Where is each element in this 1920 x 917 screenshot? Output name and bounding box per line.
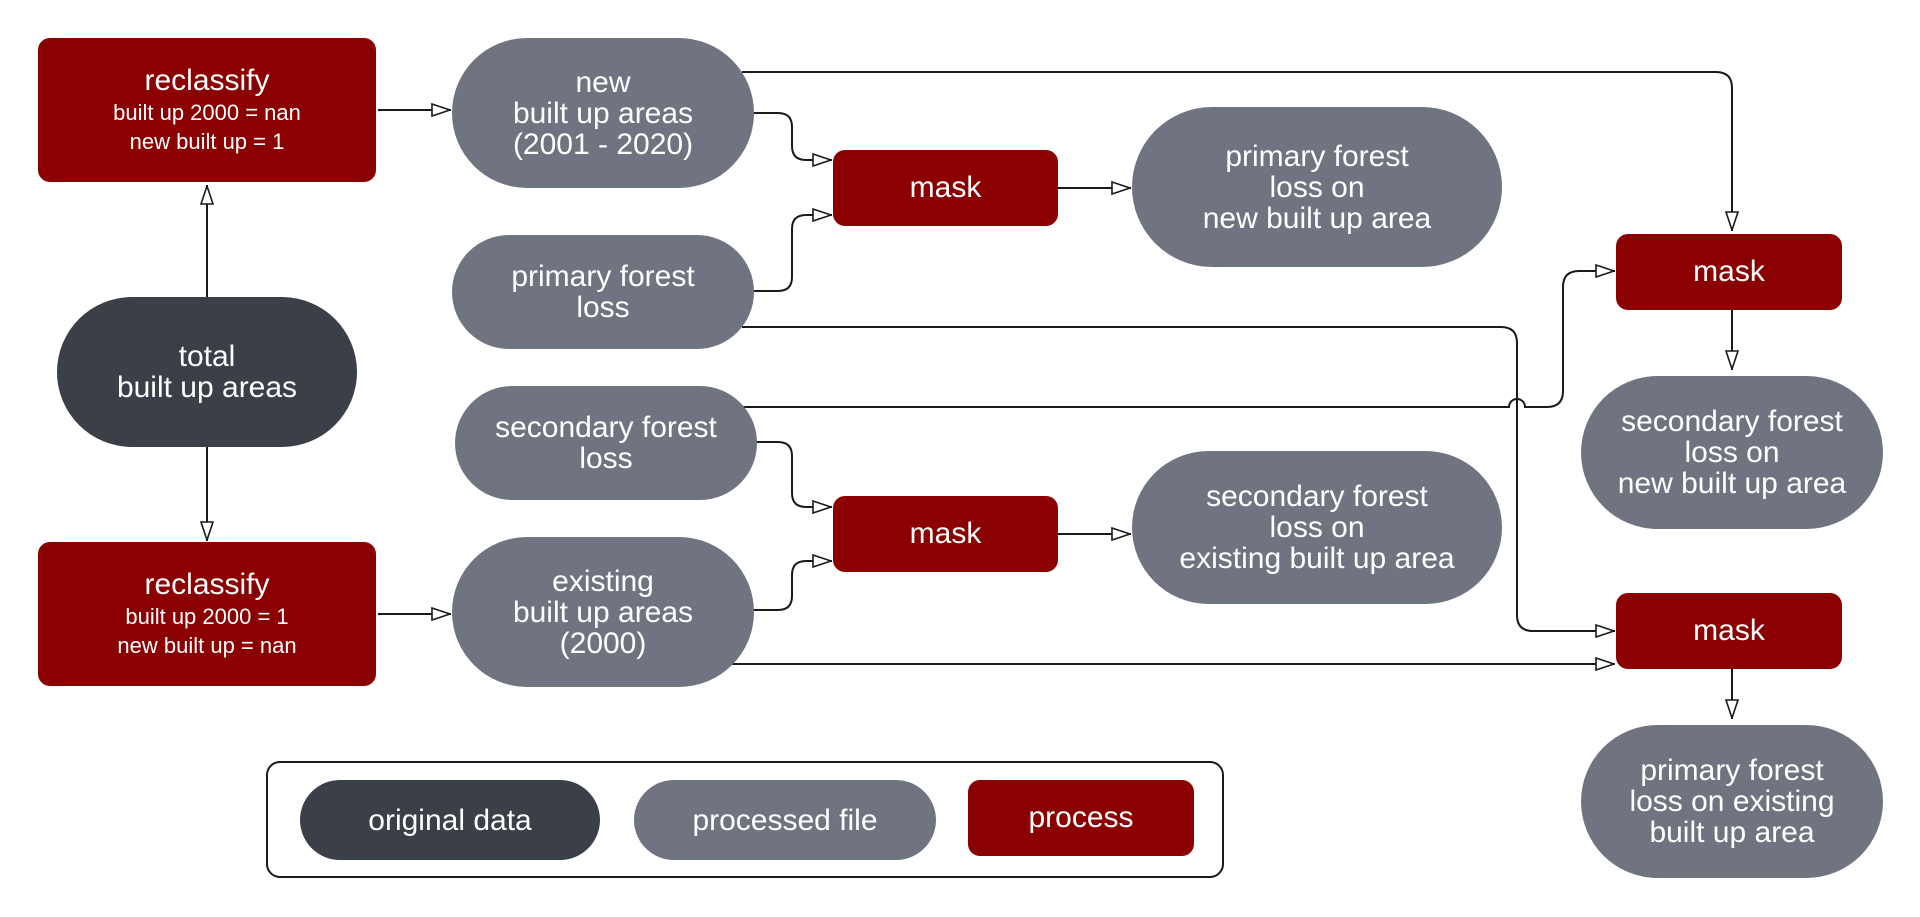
out-primary-new-line-3: new built up area (1202, 201, 1432, 235)
out-secondary-new-line-3: new built up area (1617, 467, 1847, 500)
mask-process-4: mask (1616, 593, 1842, 669)
reclassify-bottom-rule-2: new built up = nan (117, 632, 297, 658)
new-built-up-areas-node: new built up areas (2001 - 2020) (452, 38, 754, 188)
legend-original-data-label: original data (368, 803, 532, 837)
reclassify-bottom-title: reclassify (144, 567, 270, 601)
total-built-up-line-1: total (178, 340, 236, 373)
out-primary-existing-line-2: loss on existing (1629, 785, 1835, 818)
reclassify-top-rule-2: new built up = 1 (129, 128, 285, 154)
new-built-up-line-3: (2001 - 2020) (512, 127, 694, 161)
out-secondary-existing-line-2: loss on (1269, 511, 1365, 544)
legend-process-label: process (1028, 800, 1134, 834)
out-secondary-existing-line-3: existing built up area (1179, 542, 1455, 575)
secondary-forest-loss-node: secondary forest loss (455, 386, 757, 500)
legend-original-data-swatch: original data (300, 780, 600, 860)
reclassify-top-process: reclassify built up 2000 = nan new built… (38, 38, 376, 182)
mask-process-2: mask (833, 496, 1058, 572)
out-primary-existing-line-3: built up area (1649, 816, 1815, 849)
mask-process-1: mask (833, 150, 1058, 226)
primary-forest-loss-line-2: loss (576, 291, 630, 324)
mask-2-label: mask (909, 516, 982, 550)
total-built-up-areas-node: total built up areas (57, 297, 357, 447)
connector-secondary-loss-to-mask-2 (752, 441, 832, 507)
existing-built-up-line-3: (2000) (559, 626, 647, 660)
connector-new-built-up-to-mask-1 (752, 112, 832, 160)
primary-forest-loss-line-1: primary forest (511, 260, 695, 293)
existing-built-up-line-2: built up areas (512, 595, 694, 629)
primary-forest-loss-node: primary forest loss (452, 235, 754, 349)
total-built-up-line-2: built up areas (116, 371, 298, 404)
legend-process-swatch: process (968, 780, 1194, 856)
out-primary-existing-line-1: primary forest (1640, 754, 1824, 787)
mask-4-label: mask (1693, 613, 1765, 647)
out-secondary-existing-line-1: secondary forest (1206, 480, 1428, 513)
output-primary-loss-existing-built-up-node: primary forest loss on existing built up… (1581, 725, 1883, 878)
connector-new-built-up-to-mask-3 (742, 71, 1732, 231)
output-primary-loss-new-built-up-node: primary forest loss on new built up area (1132, 107, 1502, 267)
secondary-forest-loss-line-1: secondary forest (495, 411, 717, 444)
output-secondary-loss-new-built-up-node: secondary forest loss on new built up ar… (1581, 376, 1883, 529)
existing-built-up-areas-node: existing built up areas (2000) (452, 537, 754, 687)
connector-primary-loss-to-mask-4 (742, 326, 1615, 631)
legend-processed-file-swatch: processed file (634, 780, 936, 860)
legend-processed-file-label: processed file (692, 803, 878, 837)
out-secondary-new-line-2: loss on (1684, 436, 1780, 469)
reclassify-bottom-rule-1: built up 2000 = 1 (125, 603, 289, 629)
output-secondary-loss-existing-built-up-node: secondary forest loss on existing built … (1132, 451, 1502, 604)
reclassify-bottom-process: reclassify built up 2000 = 1 new built u… (38, 542, 376, 686)
mask-process-3: mask (1616, 234, 1842, 310)
reclassify-top-rule-1: built up 2000 = nan (113, 99, 301, 125)
mask-1-label: mask (909, 170, 982, 204)
out-primary-new-line-2: loss on (1269, 170, 1365, 204)
new-built-up-line-2: built up areas (512, 96, 694, 130)
mask-3-label: mask (1693, 254, 1765, 288)
connector-primary-loss-to-mask-1 (752, 215, 832, 292)
connector-secondary-loss-to-mask-3 (742, 271, 1615, 408)
existing-built-up-line-1: existing (552, 564, 654, 598)
connector-existing-built-up-to-mask-2 (752, 561, 832, 611)
out-primary-new-line-1: primary forest (1225, 139, 1409, 173)
reclassify-top-title: reclassify (144, 63, 270, 97)
new-built-up-line-1: new (575, 65, 631, 99)
secondary-forest-loss-line-2: loss (579, 442, 633, 475)
out-secondary-new-line-1: secondary forest (1621, 405, 1843, 438)
